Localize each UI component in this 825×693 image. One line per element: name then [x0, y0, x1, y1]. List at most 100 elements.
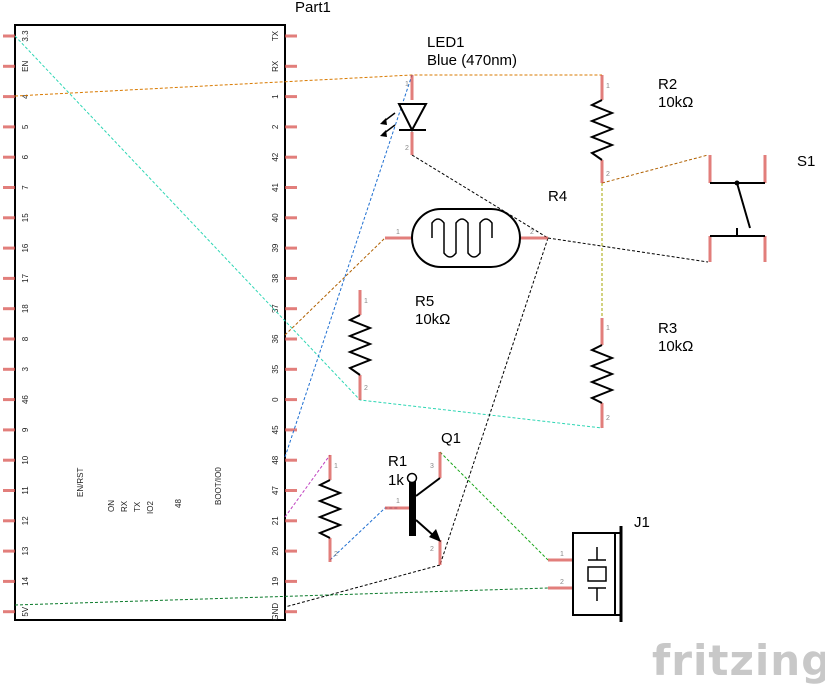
mcu-pin-label: 40: [271, 213, 280, 222]
wire-black-q1-gnd[interactable]: [284, 564, 441, 608]
led1-value: Blue (470nm): [427, 52, 517, 69]
mcu-inner-labels: EN/RST ON RX TX IO2 48 BOOT/IO0: [76, 467, 223, 514]
pin-num: 1: [334, 463, 338, 470]
led1[interactable]: 1 2 LED1 Blue (470nm): [380, 34, 517, 155]
pin-num: 2: [606, 415, 610, 422]
mcu-pin-label: 48: [271, 455, 280, 464]
mcu-pin-label: 10: [21, 455, 30, 464]
mcu-pin-label: 20: [271, 546, 280, 555]
s1-name: S1: [797, 153, 815, 170]
mcu-pin-label: 16: [21, 243, 30, 252]
r3-value: 10kΩ: [658, 338, 693, 355]
wire-brown-r2-s1[interactable]: [601, 154, 709, 184]
resistor-r3[interactable]: 1 2 R3 10kΩ: [589, 318, 693, 428]
mcu-pin-label: 42: [271, 152, 280, 161]
connector-j1[interactable]: 1 2 J1: [548, 514, 650, 622]
switch-lever: [736, 182, 751, 229]
mcu-pin-label: 45: [271, 425, 280, 434]
pin-num: 2: [430, 546, 434, 553]
mcu-pin-label: 41: [271, 183, 280, 192]
r1-name: R1: [388, 453, 407, 470]
emitter-arrow-icon: [429, 529, 441, 542]
mcu-pin-label: RX: [271, 60, 280, 72]
resistor-r5[interactable]: 1 2 R5 10kΩ: [347, 290, 450, 400]
pin-num: 3: [430, 463, 434, 470]
pin-num: 2: [530, 229, 534, 236]
wire-black-led-r4[interactable]: [411, 154, 549, 239]
led-arrow-icon: [380, 130, 387, 137]
mcu-title: Part1: [295, 0, 331, 16]
mcu-pin-label: 15: [21, 213, 30, 222]
pin-num: 2: [364, 385, 368, 392]
wire-darkgreen-5v-j1[interactable]: [14, 587, 549, 606]
inner-label-48: 48: [174, 499, 183, 508]
mcu-pin-label: 0: [271, 397, 280, 402]
led-arrow-icon: [380, 118, 387, 125]
r1-marker: [406, 472, 418, 484]
pin-num: 1: [606, 83, 610, 90]
resistor-unlabeled[interactable]: 1 2: [317, 455, 343, 562]
mcu-pin-label: 2: [271, 124, 280, 129]
r2-name: R2: [658, 76, 677, 93]
mcu-pin-label: 21: [271, 516, 280, 525]
mcu-pin-label: EN: [21, 61, 30, 72]
photoresistor-body: [411, 208, 521, 268]
pin-num: 2: [560, 579, 564, 586]
mcu-pin-label: 13: [21, 546, 30, 555]
transistor-base-bar: [409, 480, 416, 536]
mcu-pin-label: 37: [271, 304, 280, 313]
wire-magenta[interactable]: [284, 454, 331, 518]
mcu-pin-label: 38: [271, 273, 280, 282]
connector-element-icon: [587, 566, 607, 582]
mcu-pin-label: 35: [271, 364, 280, 373]
pin-num: 1: [560, 551, 564, 558]
wire-blue-led[interactable]: [284, 74, 413, 458]
mcu-pin-label: 8: [21, 336, 30, 341]
mcu-pin-label: 9: [21, 427, 30, 432]
mcu-pin-label: 5: [21, 124, 30, 129]
resistor-r2[interactable]: 1 2 R2 10kΩ: [589, 75, 693, 183]
wire-brown-r5[interactable]: [284, 237, 386, 336]
photoresistor-track: [431, 218, 493, 258]
wire-green-q1-j1[interactable]: [439, 451, 549, 561]
pin-num: 2: [334, 551, 338, 558]
mcu-part1[interactable]: Part1 3.3EN4567151617188346910111213145V…: [3, 0, 331, 621]
mcu-pin-label: 7: [21, 185, 30, 190]
r5-value: 10kΩ: [415, 311, 450, 328]
mcu-pin-label: 4: [21, 94, 30, 99]
wire-black-r4-q1[interactable]: [439, 237, 549, 566]
led-triangle: [397, 103, 428, 133]
mcu-pin-label: 39: [271, 243, 280, 252]
wire-blue-r1[interactable]: [329, 507, 398, 561]
inner-label-rx: RX: [120, 500, 129, 512]
led1-name: LED1: [427, 34, 465, 51]
mcu-pin-label: 14: [21, 576, 30, 585]
mcu-pin-label: 1: [271, 94, 280, 99]
mcu-pin-label: 3: [21, 367, 30, 372]
pin-num: 1: [405, 81, 409, 88]
r4-name: R4: [548, 188, 567, 205]
photoresistor-r4[interactable]: 1 2 R4: [385, 188, 567, 268]
pin-num: 1: [606, 325, 610, 332]
q1-name: Q1: [441, 430, 461, 447]
wire-black-r4-s1[interactable]: [547, 237, 709, 263]
mcu-pin-label: 46: [21, 395, 30, 404]
mcu-pin-label: 36: [271, 334, 280, 343]
mcu-pin-label: 47: [271, 486, 280, 495]
inner-label-on: ON: [107, 500, 116, 512]
mcu-pin-label: 3.3: [21, 30, 30, 42]
transistor-q1[interactable]: 1 3 2 R1 1k Q1: [385, 430, 461, 565]
r5-name: R5: [415, 293, 434, 310]
mcu-pin-label: 19: [271, 576, 280, 585]
pin-num: 2: [606, 171, 610, 178]
switch-s1[interactable]: S1: [708, 153, 815, 262]
inner-label-en-rst: EN/RST: [76, 468, 85, 497]
mcu-pin-label: GND: [271, 603, 280, 621]
pin-num: 1: [396, 229, 400, 236]
mcu-pin-label: 12: [21, 516, 30, 525]
r2-value: 10kΩ: [658, 94, 693, 111]
mcu-pin-label: TX: [271, 30, 280, 41]
fritzing-watermark: fritzing: [652, 636, 825, 685]
